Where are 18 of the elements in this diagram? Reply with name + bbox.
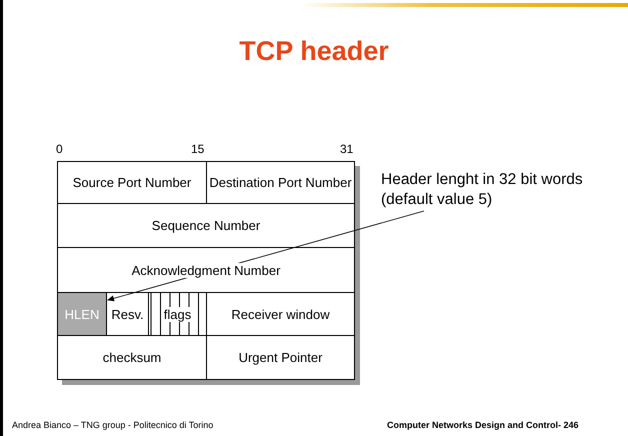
- bit-number: 0: [56, 142, 63, 156]
- header-field: Destination Port Number: [206, 161, 355, 204]
- header-field: flags: [148, 292, 207, 336]
- footer-text: Computer Networks Design and Control- 246: [387, 420, 579, 430]
- header-field: checksum: [57, 335, 207, 380]
- footer-text: Andrea Bianco – TNG group - Politecnico di Torino: [12, 420, 214, 430]
- header-field: Resv.: [106, 292, 149, 336]
- slide-title: TCP header: [238, 36, 390, 67]
- header-field: Acknowledgment Number: [57, 247, 355, 293]
- header-field: Sequence Number: [57, 203, 355, 248]
- header-field: Urgent Pointer: [206, 335, 355, 380]
- annotation-text: Header lenght in 32 bit words (default value 5): [381, 170, 626, 210]
- leader-arrow: [107, 210, 424, 302]
- bit-number: 31: [340, 142, 354, 156]
- header-field: HLEN: [57, 292, 107, 336]
- header-field: Source Port Number: [57, 161, 207, 204]
- bit-number: 15: [191, 142, 204, 156]
- header-field: Receiver window: [206, 292, 355, 336]
